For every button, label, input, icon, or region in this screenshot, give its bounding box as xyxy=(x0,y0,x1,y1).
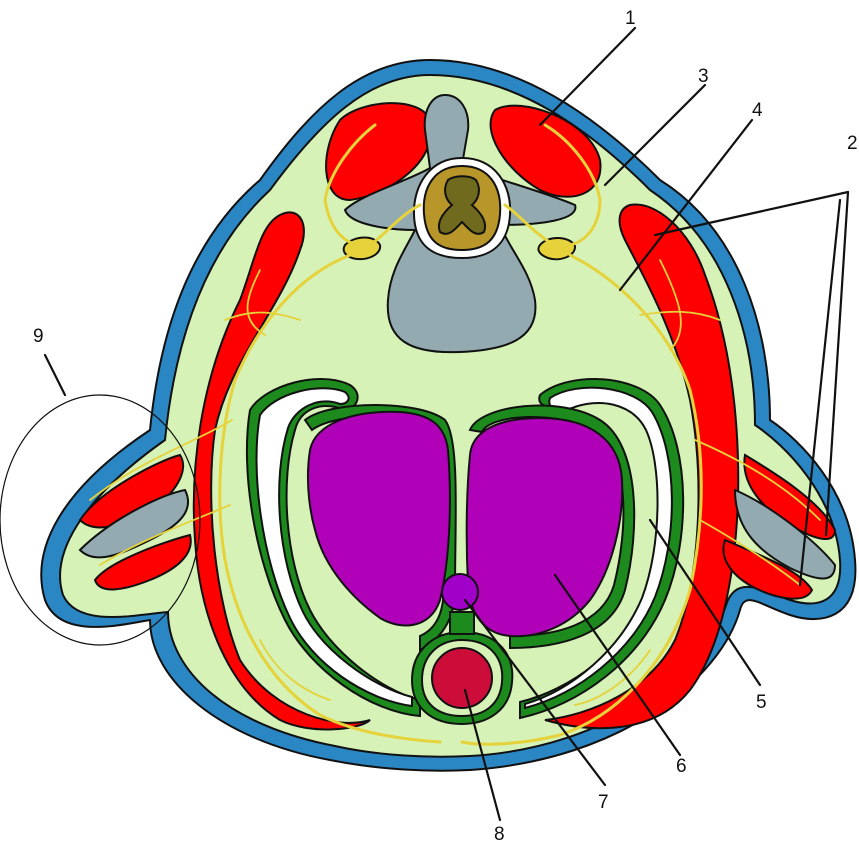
label-3: 3 xyxy=(698,66,709,87)
blood-vessel xyxy=(432,648,492,708)
label-8: 8 xyxy=(494,824,505,845)
spinal-cord xyxy=(414,158,510,258)
leader-line-1 xyxy=(540,28,635,125)
label-7: 7 xyxy=(598,792,609,813)
leader-line-2b xyxy=(826,192,848,535)
leader-line-9 xyxy=(45,355,65,395)
leader-line-3 xyxy=(605,85,705,185)
label-4: 4 xyxy=(752,100,763,121)
label-6: 6 xyxy=(676,756,687,777)
label-9: 9 xyxy=(33,326,44,347)
label-1: 1 xyxy=(625,8,636,29)
vessel-neck xyxy=(450,612,474,634)
label-2: 2 xyxy=(847,133,858,154)
label-5: 5 xyxy=(756,692,767,713)
small-organ xyxy=(442,574,478,610)
